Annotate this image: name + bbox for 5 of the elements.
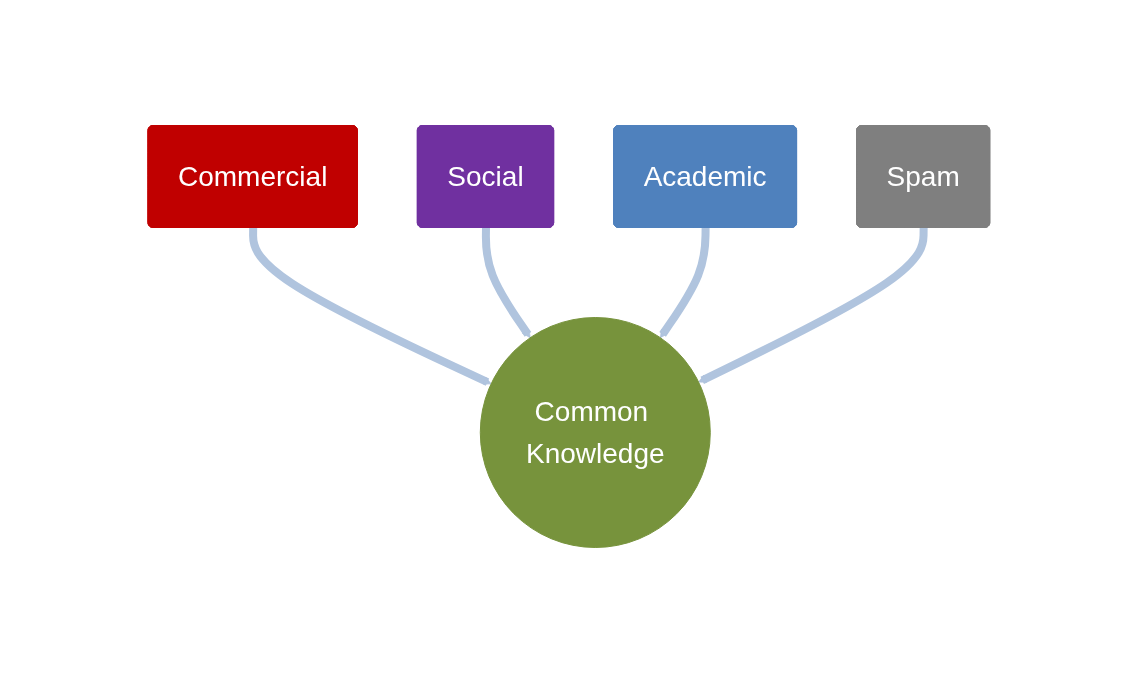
arrow xyxy=(659,227,710,339)
arrow xyxy=(698,227,928,384)
node-circle: Common Knowledge xyxy=(479,317,711,548)
arrow xyxy=(482,227,532,339)
arrow xyxy=(249,227,492,386)
